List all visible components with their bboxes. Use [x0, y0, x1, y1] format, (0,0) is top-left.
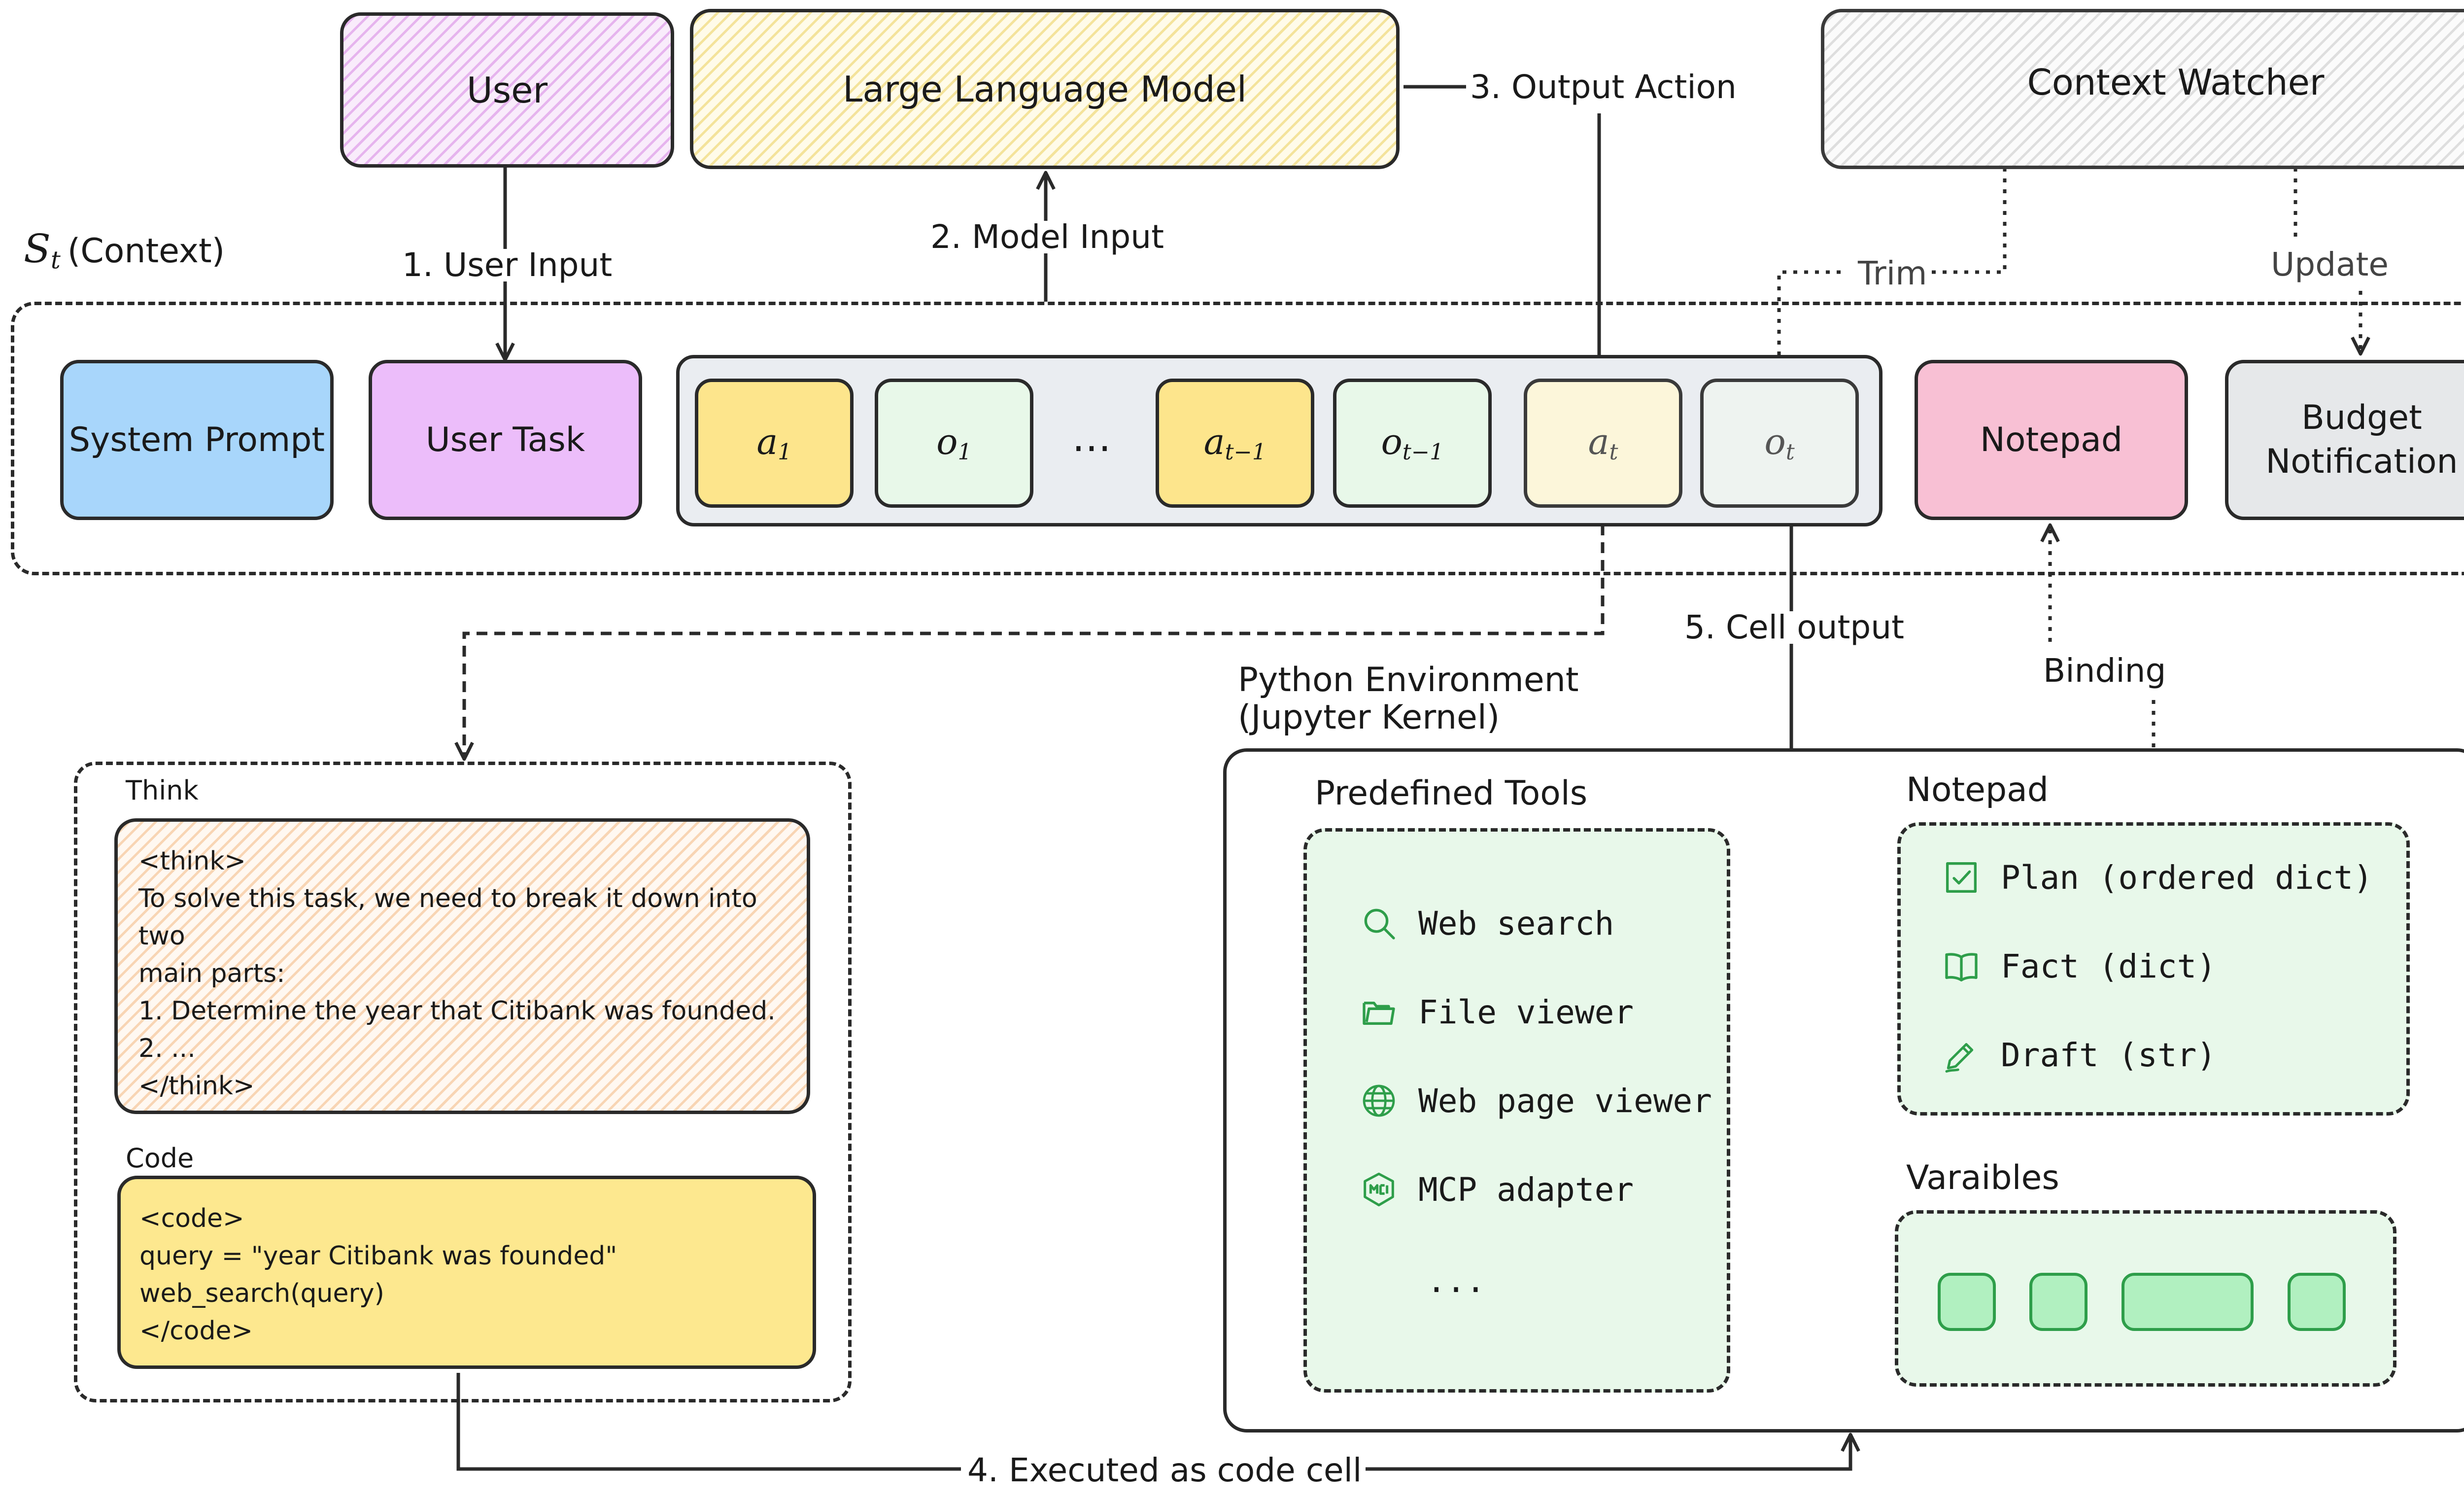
notepad-box: Notepad — [1915, 360, 2188, 520]
budget-label-line1: Budget — [2301, 396, 2422, 440]
tool-mcp-adapter: MCP adapter — [1359, 1170, 1634, 1209]
variable-slot — [2029, 1273, 2088, 1331]
code-line: web_search(query) — [139, 1275, 617, 1312]
action-t-box: at — [1524, 379, 1682, 508]
think-line: To solve this task, we need to break it … — [138, 880, 807, 955]
step-executed: 4. Executed as code cell — [963, 1454, 1366, 1487]
context-watcher-label: Context Watcher — [2027, 62, 2325, 103]
tool-label: Web page viewer — [1418, 1082, 1712, 1120]
notepad-fact: Fact (dict) — [1942, 946, 2216, 986]
observation-t-minus-1-box: ot−1 — [1333, 379, 1492, 508]
think-line: 2. ... — [138, 1030, 807, 1067]
user-task-box: User Task — [369, 360, 642, 520]
observation-1-box: o1 — [875, 379, 1033, 508]
code-line: <code> — [139, 1200, 617, 1237]
observation-t-box: ot — [1700, 379, 1859, 508]
notepad-draft: Draft (str) — [1942, 1035, 2216, 1075]
think-text: <think> To solve this task, we need to b… — [138, 842, 807, 1105]
pencil-icon — [1942, 1035, 1981, 1075]
code-title: Code — [126, 1143, 194, 1174]
observation-t-symbol: ot — [1764, 421, 1794, 465]
system-prompt-box: System Prompt — [60, 360, 334, 520]
user-task-label: User Task — [426, 420, 585, 459]
step-user-input: 1. User Input — [398, 249, 616, 281]
code-text: <code> query = "year Citibank was founde… — [139, 1200, 617, 1350]
budget-label-line2: Notification — [2265, 440, 2458, 484]
history-ellipsis: … — [1072, 418, 1111, 457]
tool-web-page-viewer: Web page viewer — [1359, 1081, 1712, 1120]
code-line: </code> — [139, 1312, 617, 1350]
code-line: query = "year Citibank was founded" — [139, 1237, 617, 1275]
context-watcher-box: Context Watcher — [1821, 9, 2464, 169]
notepad-item-label: Plan (ordered dict) — [2001, 859, 2373, 897]
action-1-symbol: a1 — [756, 421, 791, 465]
step-trim: Trim — [1854, 257, 1931, 290]
action-t-symbol: at — [1588, 421, 1618, 465]
context-label: (Context) — [68, 232, 225, 271]
context-title: St (Context) — [24, 226, 225, 274]
variable-slot — [2288, 1273, 2346, 1331]
tool-label: File viewer — [1418, 993, 1634, 1031]
notepad-plan: Plan (ordered dict) — [1942, 858, 2373, 897]
user-label: User — [467, 70, 548, 111]
llm-label: Large Language Model — [843, 69, 1247, 110]
env-title-line2: (Jupyter Kernel) — [1238, 699, 1579, 736]
step-output-action: 3. Output Action — [1466, 71, 1741, 104]
executed-arrow-end — [1353, 1434, 1850, 1469]
folder-icon — [1359, 992, 1399, 1032]
think-line: 1. Determine the year that Citibank was … — [138, 992, 807, 1030]
think-line: </think> — [138, 1067, 807, 1105]
step-model-input: 2. Model Input — [926, 221, 1168, 253]
notepad-item-label: Draft (str) — [2001, 1036, 2216, 1074]
book-icon — [1942, 946, 1981, 986]
action-t-minus-1-symbol: at−1 — [1204, 421, 1266, 465]
mcp-icon — [1359, 1170, 1399, 1209]
user-box: User — [340, 12, 674, 168]
observation-t-minus-1-symbol: ot−1 — [1381, 421, 1443, 465]
tools-more: ... — [1427, 1262, 1485, 1300]
variable-slot — [2122, 1273, 2254, 1331]
notepad-label: Notepad — [1980, 420, 2122, 459]
env-title: Python Environment (Jupyter Kernel) — [1238, 662, 1579, 736]
variable-slot — [1938, 1273, 1996, 1331]
think-box: <think> To solve this task, we need to b… — [114, 818, 810, 1114]
step-cell-output: 5. Cell output — [1680, 611, 1908, 644]
env-title-line1: Python Environment — [1238, 662, 1579, 699]
notepad-item-label: Fact (dict) — [2001, 947, 2216, 985]
state-symbol: St — [24, 226, 61, 274]
action-1-box: a1 — [695, 379, 854, 508]
globe-icon — [1359, 1081, 1399, 1120]
step-binding: Binding — [2039, 655, 2170, 687]
think-line: main parts: — [138, 955, 807, 992]
checkbox-icon — [1942, 858, 1981, 897]
code-box: <code> query = "year Citibank was founde… — [117, 1176, 816, 1369]
think-title: Think — [126, 775, 199, 806]
variables-title: Varaibles — [1906, 1159, 2059, 1197]
tool-label: Web search — [1418, 905, 1614, 943]
system-prompt-label: System Prompt — [69, 420, 325, 459]
action-t-minus-1-box: at−1 — [1156, 379, 1314, 508]
tool-web-search: Web search — [1359, 904, 1614, 943]
search-icon — [1359, 904, 1399, 943]
think-line: <think> — [138, 842, 807, 880]
budget-notification-box: Budget Notification — [2225, 360, 2464, 520]
tool-file-viewer: File viewer — [1359, 992, 1634, 1032]
observation-1-symbol: o1 — [936, 421, 972, 465]
notepad-panel-title: Notepad — [1906, 771, 2049, 809]
step-update: Update — [2267, 248, 2393, 281]
predefined-tools-title: Predefined Tools — [1315, 775, 1587, 812]
tool-label: MCP adapter — [1418, 1171, 1634, 1209]
llm-box: Large Language Model — [690, 9, 1400, 169]
